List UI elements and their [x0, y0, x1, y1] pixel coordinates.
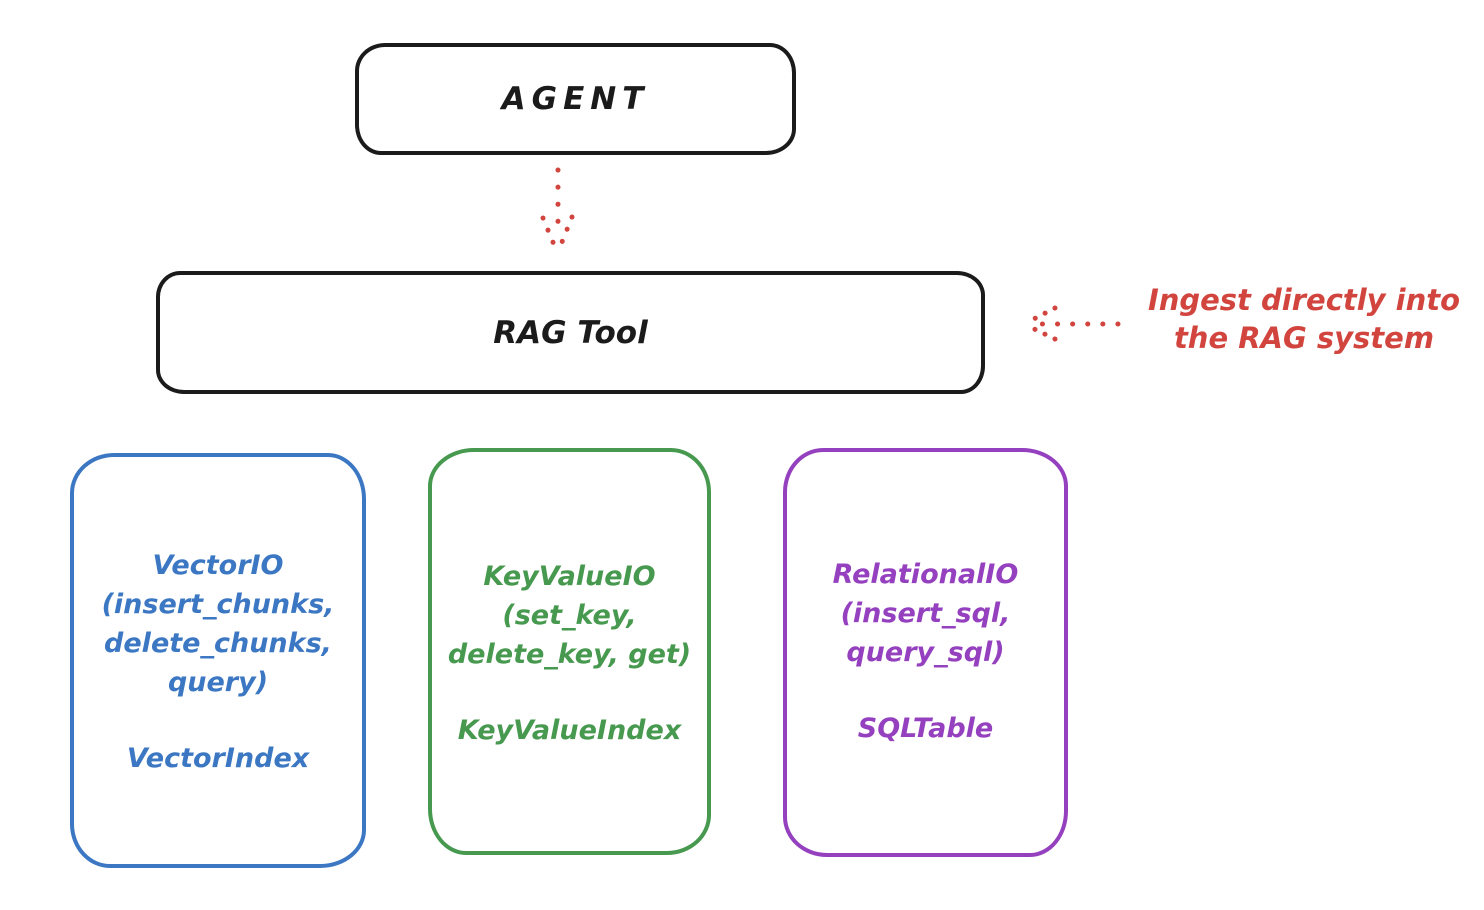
agent-node-label: AGENT	[501, 81, 650, 117]
ingest-annotation-line2: the RAG system	[1173, 321, 1435, 355]
agent-to-rag-arrow	[540, 167, 575, 255]
key-value-io-node: KeyValueIO (set_key, delete_key, get) Ke…	[428, 448, 711, 855]
key-value-io-method-line: delete_key, get)	[447, 639, 692, 670]
agent-node: AGENT	[355, 43, 796, 155]
key-value-io-method-line: (set_key,	[502, 600, 637, 631]
ingest-annotation-line1: Ingest directly into	[1147, 283, 1461, 317]
key-value-io-title: KeyValueIO	[483, 561, 656, 592]
vector-io-method-line: (insert_chunks,	[101, 589, 335, 620]
vector-index-label: VectorIndex	[126, 743, 310, 774]
annotation-to-rag-arrow	[1023, 305, 1121, 342]
relational-io-node: RelationalIO (insert_sql, query_sql) SQL…	[783, 448, 1068, 857]
sql-table-label: SQLTable	[857, 713, 994, 744]
relational-io-method-line: (insert_sql,	[840, 598, 1011, 629]
rag-tool-node-label: RAG Tool	[493, 314, 648, 351]
vector-io-method-line: query)	[167, 667, 269, 698]
ingest-annotation: Ingest directly into the RAG system	[1128, 281, 1480, 357]
key-value-index-label: KeyValueIndex	[457, 715, 682, 746]
relational-io-method-line: query_sql)	[846, 637, 1005, 668]
rag-tool-node: RAG Tool	[156, 271, 985, 394]
vector-io-method-line: delete_chunks,	[104, 628, 332, 659]
relational-io-title: RelationalIO	[832, 559, 1019, 590]
vector-io-title: VectorIO	[152, 550, 284, 581]
vector-io-node: VectorIO (insert_chunks, delete_chunks, …	[70, 453, 366, 868]
